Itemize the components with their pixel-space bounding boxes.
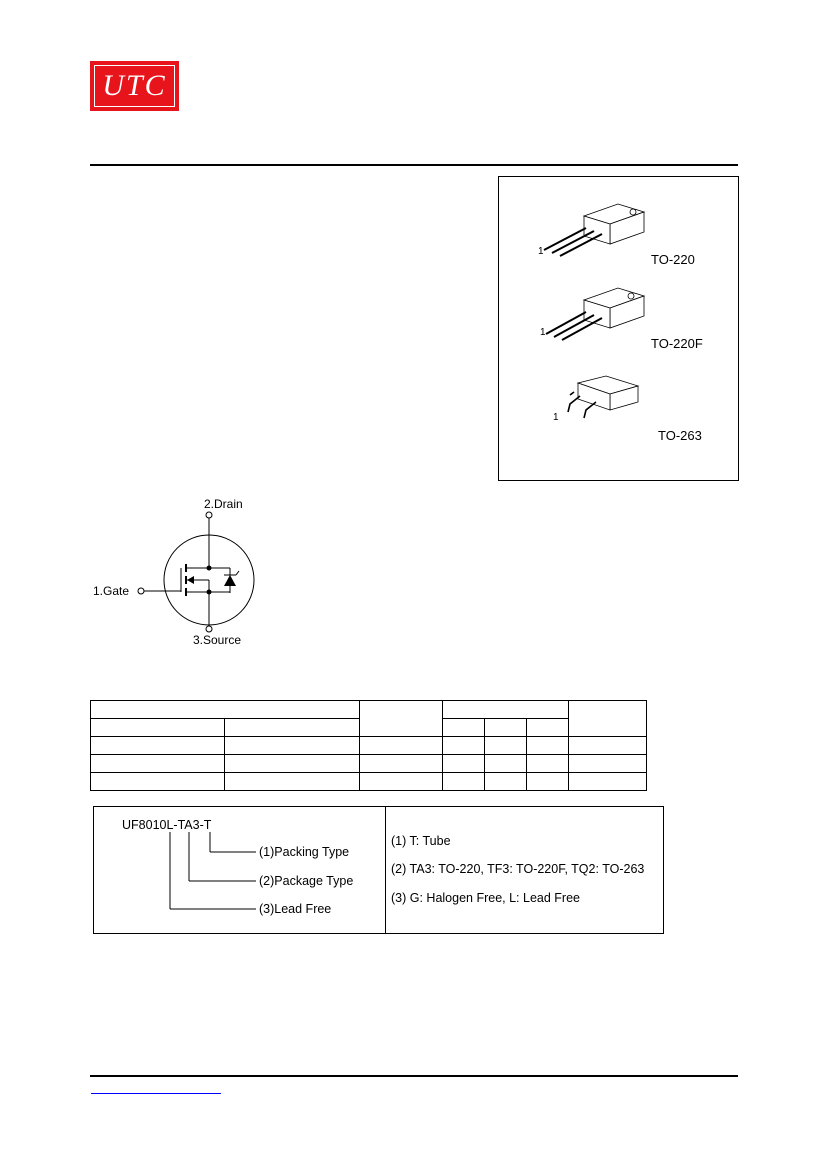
to220-pin1-label: 1 — [538, 246, 544, 257]
to220f-label: TO-220F — [651, 336, 703, 351]
to220-label: TO-220 — [651, 252, 695, 267]
note-package: (2) TA3: TO-220, TF3: TO-220F, TQ2: TO-2… — [391, 862, 645, 876]
header-rule — [90, 164, 738, 166]
package-type-label: (2)Package Type — [259, 874, 354, 888]
mosfet-symbol — [137, 511, 255, 633]
table-row — [90, 772, 647, 791]
to220f-drawing — [545, 287, 646, 341]
to220-drawing — [543, 203, 646, 257]
table-row — [90, 718, 647, 737]
table-row — [90, 736, 647, 755]
marking-divider — [385, 806, 386, 934]
ordering-table — [90, 700, 647, 791]
source-label: 3.Source — [193, 633, 242, 647]
table-row — [90, 754, 647, 773]
footer-rule — [90, 1075, 738, 1077]
logo-text: UTC — [94, 65, 175, 107]
marking-leader-lines — [169, 832, 256, 910]
to263-pin1-label: 1 — [553, 412, 559, 423]
to263-drawing — [567, 375, 640, 419]
package-box — [498, 176, 739, 481]
to263-label: TO-263 — [658, 428, 702, 443]
note-lead-free: (3) G: Halogen Free, L: Lead Free — [391, 891, 580, 905]
to220f-pin1-label: 1 — [540, 327, 546, 338]
gate-label: 1.Gate — [93, 584, 130, 598]
utc-logo: UTC — [90, 61, 179, 111]
note-packing: (1) T: Tube — [391, 834, 451, 848]
package-drawings — [543, 203, 646, 419]
table-row — [90, 700, 647, 737]
marking-box — [93, 806, 664, 934]
drain-label: 2.Drain — [204, 497, 243, 511]
part-number: UF8010L-TA3-T — [122, 818, 212, 832]
website-link[interactable] — [91, 1078, 221, 1094]
packing-type-label: (1)Packing Type — [259, 845, 350, 859]
lead-free-label: (3)Lead Free — [259, 902, 332, 916]
